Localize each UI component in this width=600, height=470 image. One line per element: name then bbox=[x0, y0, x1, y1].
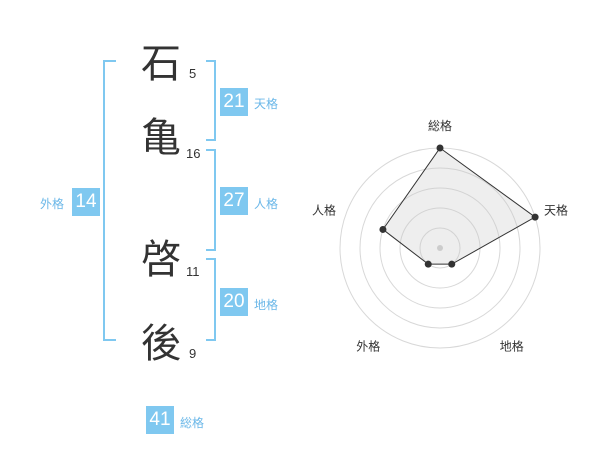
radar-point-2 bbox=[531, 213, 539, 221]
chikaku-value: 20 bbox=[220, 288, 248, 316]
radar-center-dot bbox=[437, 245, 443, 251]
soukaku-label: 総格 bbox=[180, 416, 205, 430]
radar-point-5 bbox=[379, 225, 387, 233]
radar-series-polygon bbox=[382, 147, 537, 265]
radar-axis-label-1: 総格 bbox=[428, 118, 452, 133]
stroke-count-2: 16 bbox=[186, 146, 201, 161]
jinkaku-label: 人格 bbox=[254, 197, 279, 211]
tenkaku-label: 天格 bbox=[254, 97, 279, 111]
gaikaku-value: 14 bbox=[72, 188, 100, 216]
chikaku-label: 地格 bbox=[254, 298, 279, 312]
name-char-4: 後 bbox=[141, 321, 181, 367]
tenkaku-value: 21 bbox=[220, 88, 248, 116]
jinkaku-bracket bbox=[206, 149, 216, 251]
radar-point-3 bbox=[448, 260, 456, 268]
stroke-count-3: 11 bbox=[186, 264, 200, 279]
stroke-count-1: 5 bbox=[189, 66, 197, 81]
stroke-count-4: 9 bbox=[189, 346, 197, 361]
name-char-2: 亀 bbox=[141, 115, 181, 161]
radar-axis-label-4: 外格 bbox=[356, 339, 380, 354]
radar-point-1 bbox=[436, 144, 444, 152]
radar-axis-label-2: 天格 bbox=[544, 202, 568, 217]
chikaku-bracket bbox=[206, 258, 216, 341]
soukaku-value: 41 bbox=[146, 406, 174, 434]
name-char-3: 啓 bbox=[141, 237, 181, 283]
gaikaku-bracket bbox=[103, 60, 116, 341]
name-char-1: 石 bbox=[141, 41, 181, 87]
radar-axis-label-3: 地格 bbox=[500, 339, 524, 354]
radar-axis-label-5: 人格 bbox=[312, 202, 336, 217]
tenkaku-bracket bbox=[206, 60, 216, 141]
jinkaku-value: 27 bbox=[220, 187, 248, 215]
gaikaku-label: 外格 bbox=[40, 197, 65, 211]
radar-point-4 bbox=[424, 260, 432, 268]
